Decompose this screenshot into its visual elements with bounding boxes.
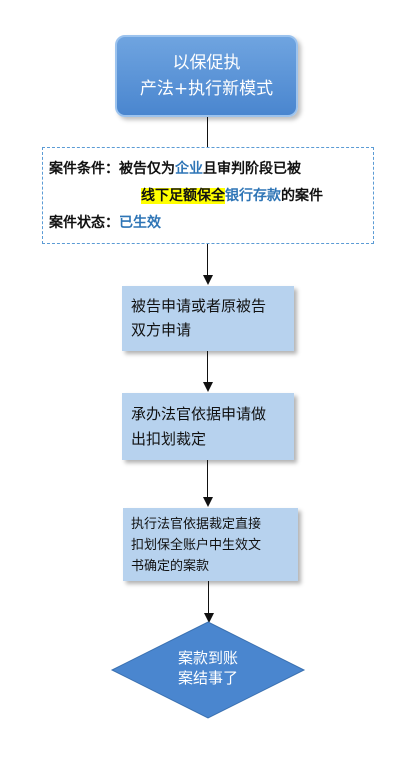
condition-text-a: 被告仅为 [119,161,175,177]
end-node-line2: 案结事了 [177,669,238,687]
arrow-3 [203,382,213,392]
connector-2 [207,244,208,276]
status-value: 已生效 [119,215,161,231]
condition-line-2: 线下足额保全银行存款的案件 [141,185,323,205]
start-node-line2: 产法+执行新模式 [139,79,274,99]
end-node-line1: 案款到账 [177,649,238,667]
condition-deposit: 银行存款 [225,188,281,204]
start-node: 以保促执 产法+执行新模式 [115,35,298,117]
arrow-5 [204,613,214,623]
condition-box: 案件条件：被告仅为企业且审判阶段已被 线下足额保全银行存款的案件 案件状态：已生… [42,147,374,244]
condition-label: 案件条件： [49,161,119,177]
step-apply: 被告申请或者原被告 双方申请 [122,286,294,351]
condition-line-3: 案件状态：已生效 [49,212,161,232]
status-label: 案件状态： [49,215,119,231]
connector-3 [207,351,208,383]
start-node-line1: 以保促执 [172,53,241,73]
step-apply-line2: 双方申请 [131,321,192,339]
arrow-2 [203,275,213,285]
connector-5 [208,581,209,614]
end-diamond-shape [110,621,306,719]
step-execute-line1: 执行法官依据裁定直接 [131,517,262,532]
step-apply-line1: 被告申请或者原被告 [131,297,267,315]
condition-highlight: 线下足额保全 [141,188,225,204]
step-execute-line3: 书确定的案款 [131,559,210,574]
step-execute-line2: 扣划保全账户中生效文 [131,538,262,553]
connector-1 [207,117,208,147]
end-node-text: 案款到账 案结事了 [110,648,306,688]
step-execute: 执行法官依据裁定直接 扣划保全账户中生效文 书确定的案款 [123,508,298,581]
condition-text-c: 且审判阶段已被 [203,161,301,177]
connector-4 [207,460,208,498]
condition-text-f: 的案件 [281,188,323,204]
step-ruling-line1: 承办法官依据申请做 [131,405,267,423]
end-node [110,621,306,719]
condition-line-1: 案件条件：被告仅为企业且审判阶段已被 [49,158,301,178]
step-ruling-line2: 出扣划裁定 [131,430,207,448]
step-ruling: 承办法官依据申请做 出扣划裁定 [122,393,294,460]
arrow-4 [203,497,213,507]
condition-entity: 企业 [175,161,203,177]
